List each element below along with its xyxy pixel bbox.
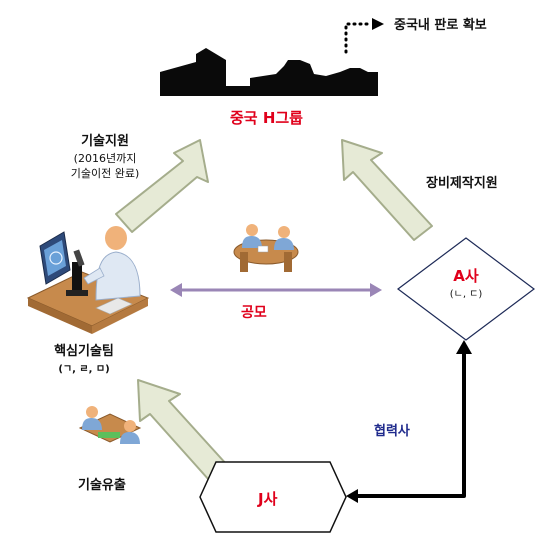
equipment-support-label: 장비제작지원 bbox=[426, 176, 498, 191]
meeting-icon bbox=[233, 224, 299, 272]
a-company-name: A사 bbox=[453, 267, 479, 285]
tech-support-title: 기술지원 bbox=[81, 134, 129, 149]
scientist-icon bbox=[26, 226, 150, 334]
tech-support-note-2: 기술이전 완료) bbox=[70, 167, 140, 180]
core-team-label: 핵심기술팀 (ㄱ, ㄹ, ㅁ) bbox=[34, 342, 134, 378]
tech-support-label: 기술지원 (2016년까지 기술이전 완료) bbox=[40, 132, 170, 181]
collusion-label: 공모 bbox=[241, 305, 267, 321]
tech-leak-label: 기술유출 bbox=[78, 478, 126, 493]
handover-icon bbox=[78, 406, 142, 444]
a-company-label: A사 (ㄴ, ㄷ) bbox=[426, 266, 506, 304]
top-note-label: 중국내 판로 확보 bbox=[394, 18, 487, 33]
partner-label: 협력사 bbox=[374, 424, 410, 439]
core-team-members: (ㄱ, ㄹ, ㅁ) bbox=[58, 364, 110, 375]
j-company-label: J사 bbox=[258, 490, 278, 508]
collusion-arrow bbox=[170, 283, 382, 297]
j-company-shape bbox=[199, 461, 347, 533]
a-company-members: (ㄴ, ㄷ) bbox=[449, 289, 483, 300]
a-company-shape bbox=[397, 237, 535, 341]
city-skyline-icon bbox=[160, 48, 378, 96]
tech-support-arrow bbox=[115, 139, 209, 233]
china-group-label: 중국 H그룹 bbox=[230, 109, 303, 127]
dotted-leader-arrow bbox=[344, 18, 384, 54]
partner-connector bbox=[346, 340, 472, 503]
equipment-support-arrow bbox=[341, 139, 433, 241]
tech-support-note-1: (2016년까지 bbox=[73, 152, 137, 165]
core-team-name: 핵심기술팀 bbox=[54, 344, 114, 359]
